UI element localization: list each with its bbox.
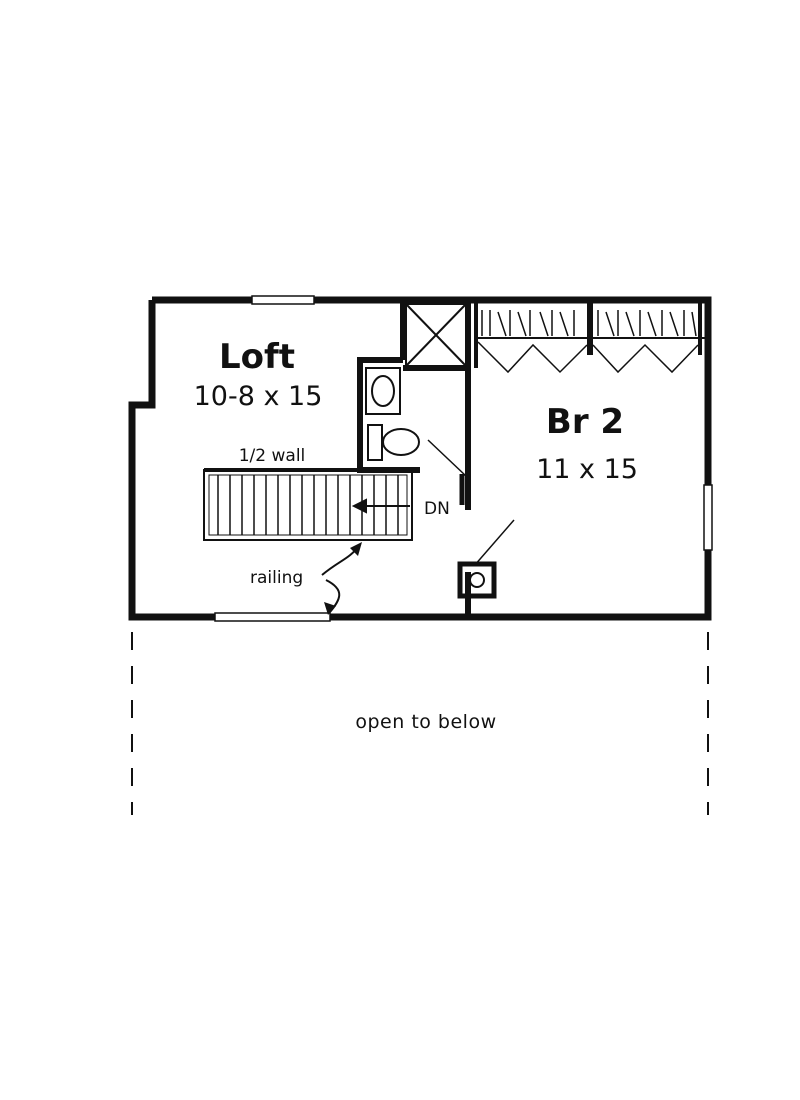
railing-leaders — [321, 544, 361, 613]
windows — [214, 295, 713, 622]
open-to-below-label: open to below — [355, 711, 496, 733]
br2-size: 11 x 15 — [536, 454, 638, 485]
bedroom-door — [473, 519, 515, 567]
chase-x — [405, 303, 467, 367]
stair-dn-label: DN — [424, 499, 450, 519]
open-to-below-edges — [131, 632, 709, 815]
br2-name: Br 2 — [546, 402, 624, 442]
bifold-doors — [477, 341, 699, 374]
interior-walls — [357, 300, 708, 617]
stair-treads — [217, 475, 399, 535]
loft-name: Loft — [219, 337, 295, 377]
railing-arrowheads — [324, 542, 362, 615]
closet-hatching — [481, 310, 697, 337]
stair-arrow — [351, 498, 410, 514]
bath-fixtures — [365, 367, 420, 461]
half-wall-label: 1/2 wall — [239, 446, 306, 466]
exterior-walls — [128, 296, 712, 621]
railing-label: railing — [250, 568, 303, 588]
flue-icon — [457, 561, 497, 599]
bath-door — [427, 439, 467, 505]
loft-size: 10-8 x 15 — [194, 381, 323, 412]
